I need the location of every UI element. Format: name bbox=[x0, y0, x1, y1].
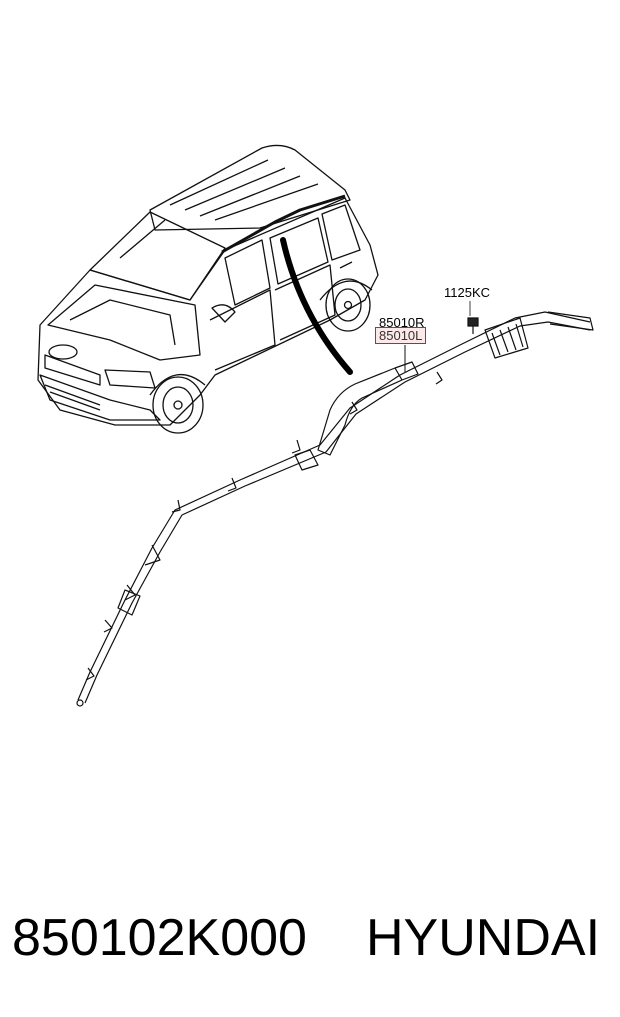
part-number: 850102K000 bbox=[12, 909, 307, 967]
part-info-footer: 850102K000 HYUNDAI bbox=[0, 905, 620, 975]
callout-bolt: 1125KC bbox=[444, 285, 491, 300]
callout-left-part-highlighted[interactable]: 85010L bbox=[375, 327, 427, 344]
callout-right-part: 85010R bbox=[379, 315, 425, 330]
curtain-airbag-module bbox=[76, 311, 594, 707]
leader-arrow bbox=[280, 237, 353, 375]
vehicle-illustration bbox=[37, 144, 379, 434]
parts-diagram bbox=[37, 144, 594, 707]
brand-name: HYUNDAI bbox=[366, 909, 601, 967]
mounting-clips bbox=[85, 371, 443, 681]
bolt-icon bbox=[467, 301, 479, 334]
